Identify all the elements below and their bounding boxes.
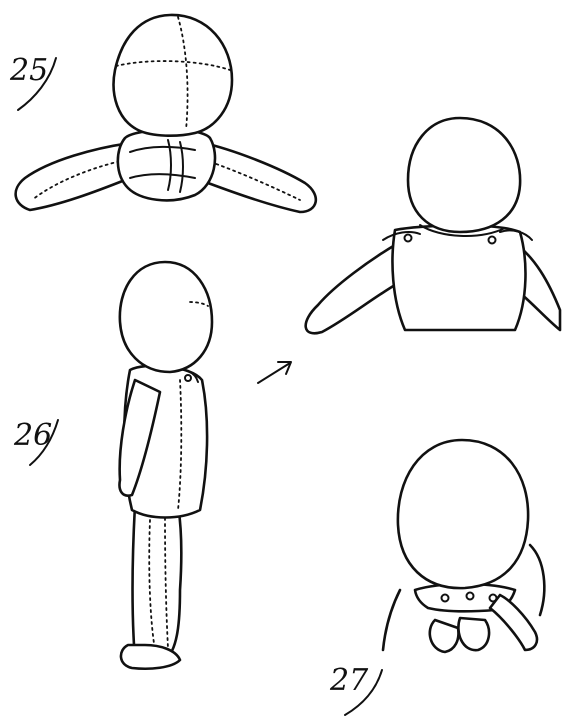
step-26-side-figure	[120, 262, 213, 669]
step-27-figure	[383, 440, 544, 652]
step-25-label: 25	[9, 53, 48, 88]
step-26-back-figure	[306, 118, 560, 333]
step-25-figure	[16, 15, 316, 212]
arrow-icon	[258, 362, 291, 383]
step-27-label: 27	[329, 663, 369, 698]
